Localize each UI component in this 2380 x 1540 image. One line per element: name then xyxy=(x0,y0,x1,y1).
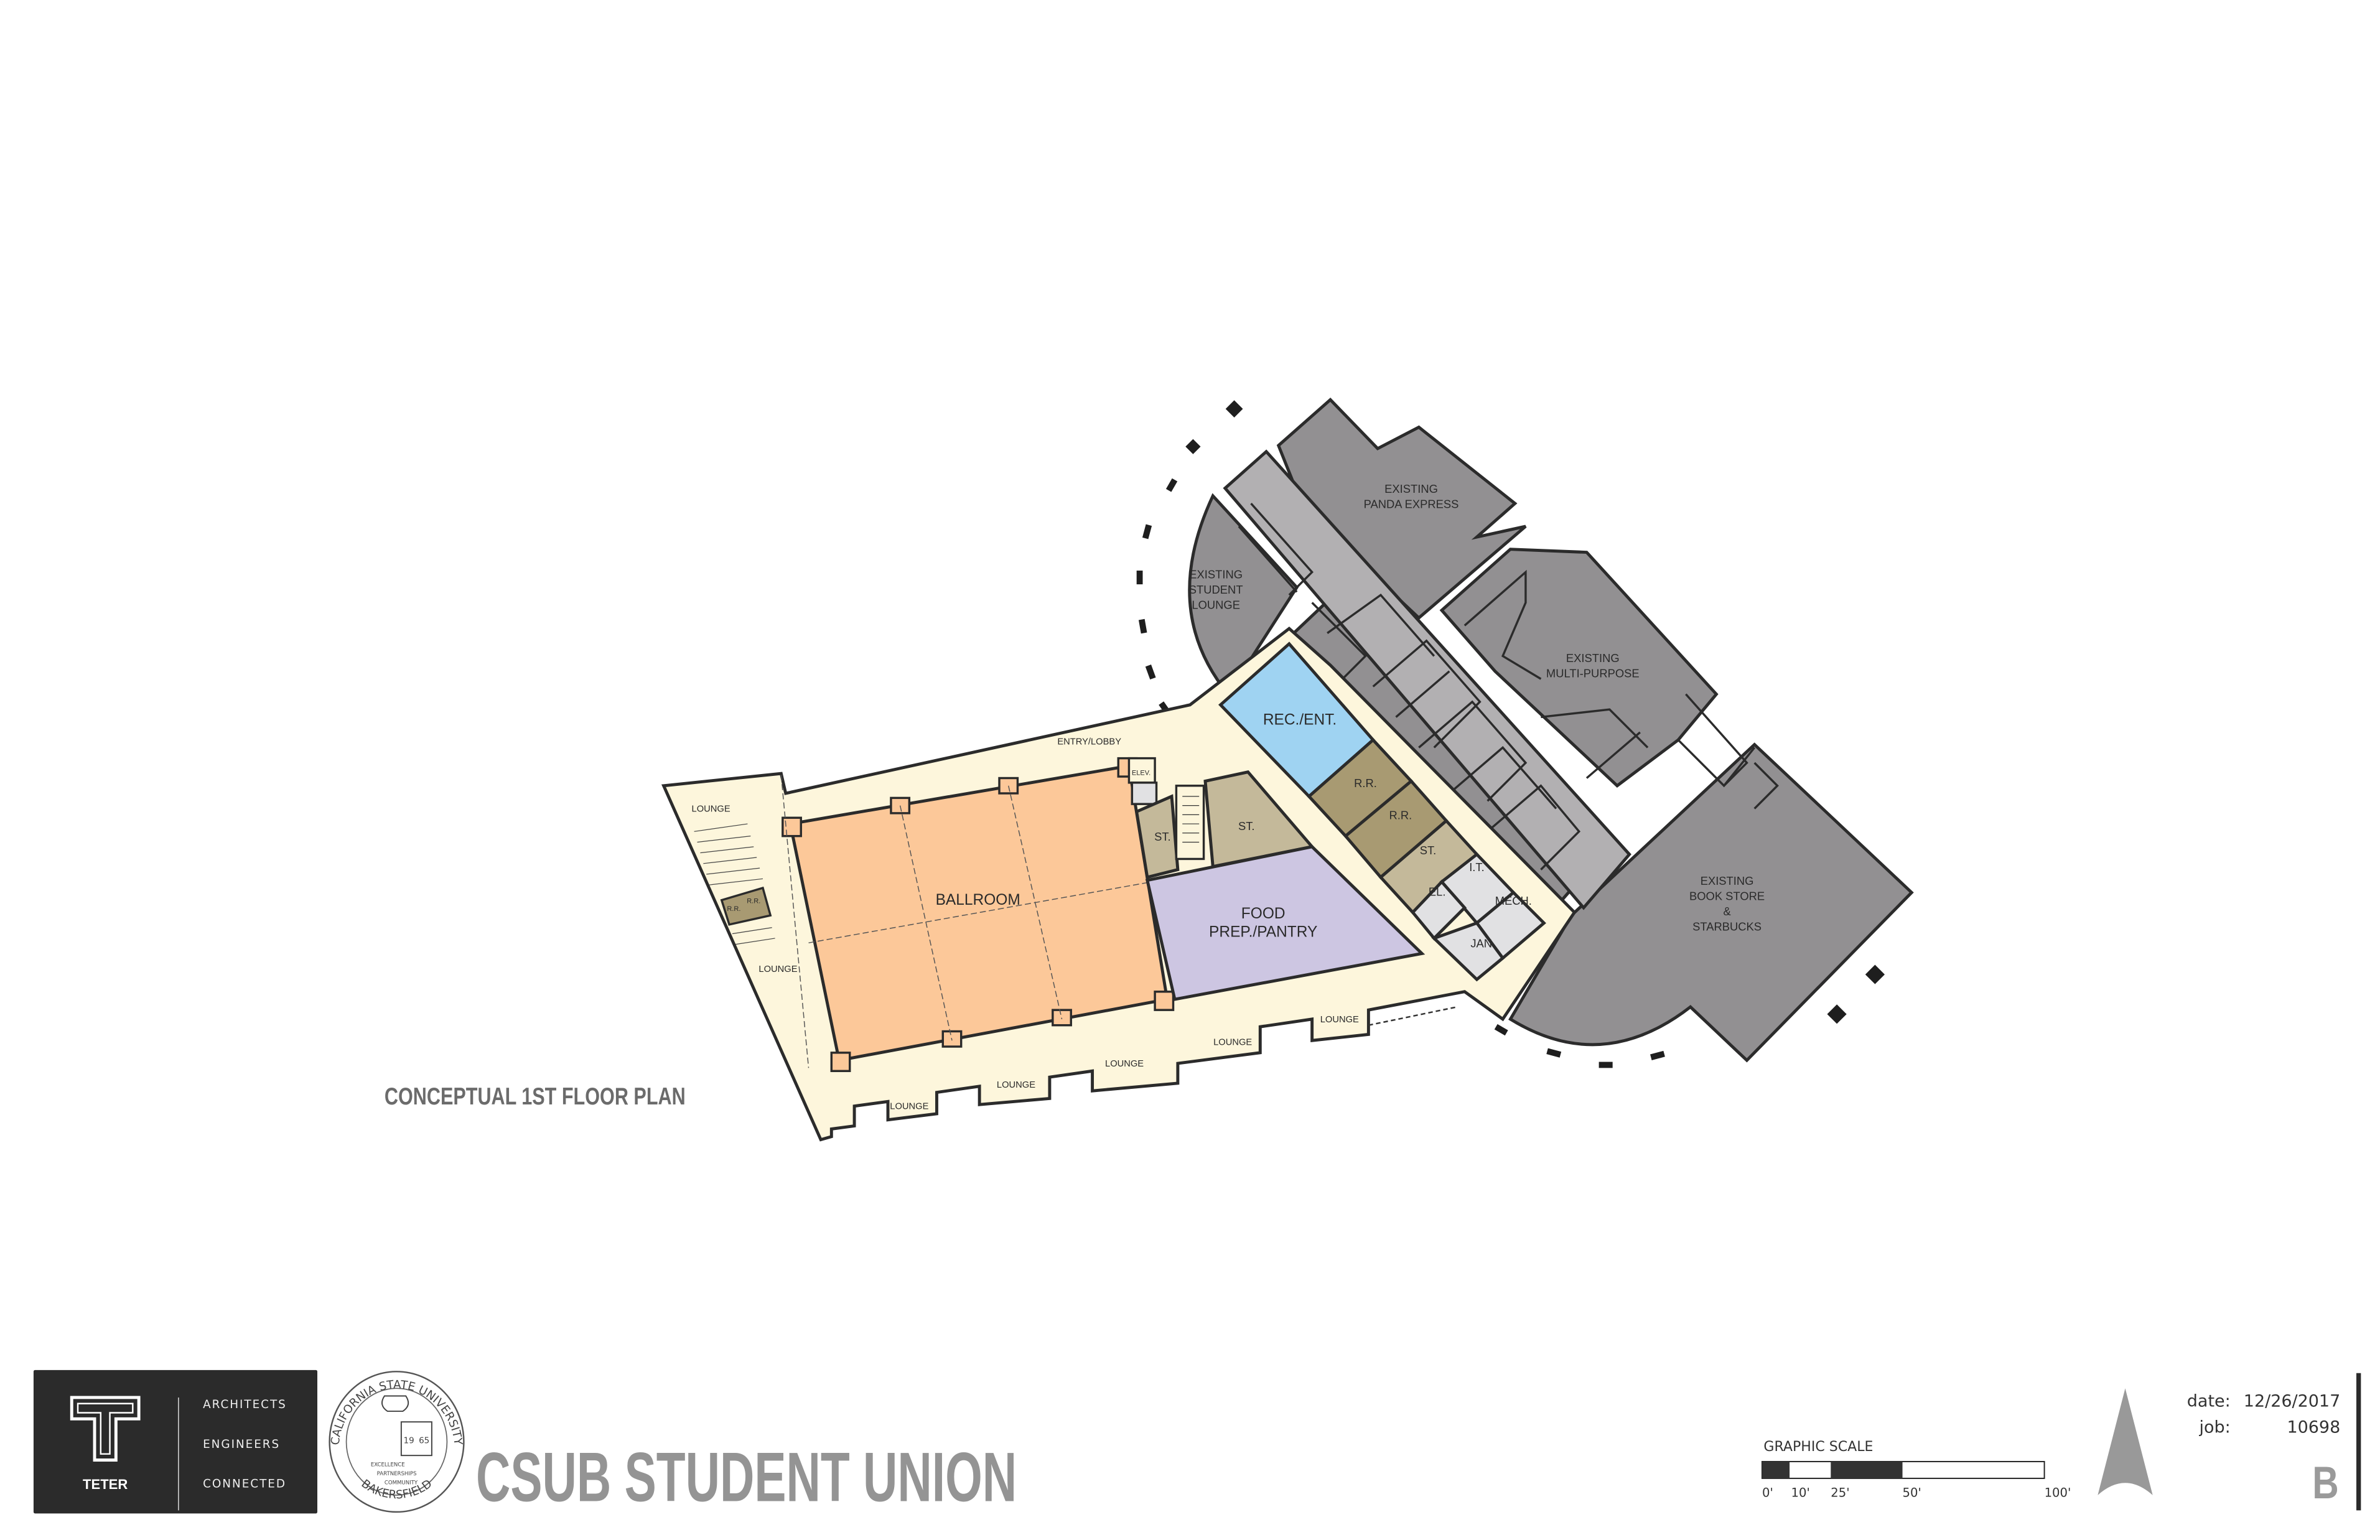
stair xyxy=(1175,785,1205,861)
it-label: I.T. xyxy=(1469,861,1485,874)
student-lounge-label-1: EXISTING xyxy=(1189,567,1243,581)
firm-line-1: ARCHITECTS xyxy=(203,1398,287,1411)
seal-book-icon xyxy=(400,1421,432,1457)
seal-motto-1: EXCELLENCE xyxy=(371,1462,405,1468)
existing-book-store xyxy=(1508,742,1914,1063)
existing-canopy-columns xyxy=(1136,400,1885,1068)
lounge-label-1: LOUNGE xyxy=(692,804,730,814)
title-block: date: 12/26/2017 job: 10698 B xyxy=(2187,1373,2361,1511)
scale-tick-100: 100' xyxy=(2045,1485,2071,1500)
entry-lobby-label: ENTRY/LOBBY xyxy=(1057,737,1121,747)
storage-label-3: ST. xyxy=(1420,844,1437,857)
book-store-label-3: & xyxy=(1723,905,1730,918)
book-store-label-4: STARBUCKS xyxy=(1692,920,1762,933)
lounge-label-2: LOUNGE xyxy=(758,964,797,974)
storage-label-1: ST. xyxy=(1154,830,1171,843)
restroom-label-1: R.R. xyxy=(1354,777,1377,790)
elevator-label: ELEV. xyxy=(1132,770,1150,777)
scale-tick-0: 0' xyxy=(1762,1485,1773,1500)
firm-name: TETER xyxy=(83,1477,128,1492)
canopy-dashed-edge xyxy=(1368,1006,1457,1026)
scale-segment-25-50 xyxy=(1831,1461,1903,1478)
restroom-label-2: R.R. xyxy=(1389,809,1412,822)
west-restroom-label-1: R.R. xyxy=(727,905,740,913)
job-value: 10698 xyxy=(2287,1417,2340,1437)
seal-year-1: 19 xyxy=(404,1436,414,1446)
panda-label-2: PANDA EXPRESS xyxy=(1364,498,1459,511)
seal-year-2: 65 xyxy=(419,1436,429,1446)
multi-purpose-label-2: MULTI-PURPOSE xyxy=(1546,667,1640,680)
firm-line-2: ENGINEERS xyxy=(203,1438,280,1451)
food-prep-label-1: FOOD xyxy=(1241,905,1286,922)
mech-label: MECH. xyxy=(1495,894,1532,907)
panda-label-1: EXISTING xyxy=(1384,482,1438,495)
graphic-scale-label: GRAPHIC SCALE xyxy=(1763,1439,1873,1455)
scale-tick-10: 10' xyxy=(1791,1485,1810,1500)
seal-motto-3: COMMUNITY xyxy=(385,1480,418,1486)
electrical-label: EL. xyxy=(1429,885,1446,898)
multi-purpose-label-1: EXISTING xyxy=(1566,651,1620,665)
seal-lamp-icon xyxy=(381,1395,409,1412)
teter-logo: TETER ARCHITECTS ENGINEERS CONNECTED xyxy=(33,1370,317,1514)
existing-building xyxy=(1136,398,1914,1068)
seal-motto-2: PARTNERSHIPS xyxy=(377,1471,417,1477)
ballroom-label: BALLROOM xyxy=(936,892,1020,908)
lounge-label-6: LOUNGE xyxy=(1213,1038,1252,1048)
lounge-label-5: LOUNGE xyxy=(1105,1059,1144,1069)
lounge-label-4: LOUNGE xyxy=(997,1080,1035,1090)
jan-room xyxy=(1431,921,1505,982)
existing-multi-purpose xyxy=(1439,548,1719,788)
student-lounge-label-3: LOUNGE xyxy=(1192,598,1240,611)
food-prep-pantry xyxy=(1145,845,1426,1001)
lounge-label-7: LOUNGE xyxy=(1320,1015,1359,1025)
west-restroom-label-2: R.R. xyxy=(747,898,760,905)
storage-label-2: ST. xyxy=(1238,819,1255,833)
job-label: job: xyxy=(2199,1417,2231,1437)
scale-segment-0-10 xyxy=(1762,1461,1790,1478)
food-prep-label-2: PREP./PANTRY xyxy=(1209,923,1317,940)
room-labels: BALLROOM ENTRY/LOBBY ELEV. REC./ENT. FOO… xyxy=(692,482,1765,1112)
graphic-scale: GRAPHIC SCALE 0' 10' 25' 50' 100' xyxy=(1761,1439,2071,1500)
storage-room-1 xyxy=(1134,794,1180,879)
project-title: CSUB STUDENT UNION xyxy=(476,1439,1017,1516)
date-label: date: xyxy=(2187,1392,2231,1411)
student-lounge-label-2: STUDENT xyxy=(1189,583,1243,596)
west-restrooms xyxy=(720,886,772,926)
book-store-label-2: BOOK STORE xyxy=(1689,890,1765,903)
elevator-lobby xyxy=(1131,782,1158,805)
west-stairs xyxy=(694,823,775,945)
rec-ent-label: REC./ENT. xyxy=(1263,712,1337,729)
scale-tick-50: 50' xyxy=(1903,1485,1921,1500)
north-arrow-icon xyxy=(2098,1388,2153,1495)
book-store-label-1: EXISTING xyxy=(1701,874,1754,887)
new-building xyxy=(661,627,1577,1142)
firm-line-3: CONNECTED xyxy=(203,1478,286,1491)
date-value: 12/26/2017 xyxy=(2244,1392,2340,1411)
lounge-label-3: LOUNGE xyxy=(890,1102,928,1112)
stair-treads xyxy=(1182,796,1200,843)
csub-seal: CALIFORNIA STATE UNIVERSITY BAKERSFIELD … xyxy=(329,1371,465,1513)
jan-label: JAN. xyxy=(1470,937,1495,950)
existing-corridor xyxy=(1223,449,1631,910)
existing-room-partitions xyxy=(1238,503,1779,870)
electrical-room xyxy=(1411,879,1467,941)
sheet-letter: B xyxy=(2312,1458,2338,1509)
ballroom-partition-lines xyxy=(780,775,1152,1068)
plan-title: CONCEPTUAL 1ST FLOOR PLAN xyxy=(385,1083,686,1110)
teter-t-icon xyxy=(70,1396,141,1462)
scale-tick-25: 25' xyxy=(1831,1485,1849,1500)
